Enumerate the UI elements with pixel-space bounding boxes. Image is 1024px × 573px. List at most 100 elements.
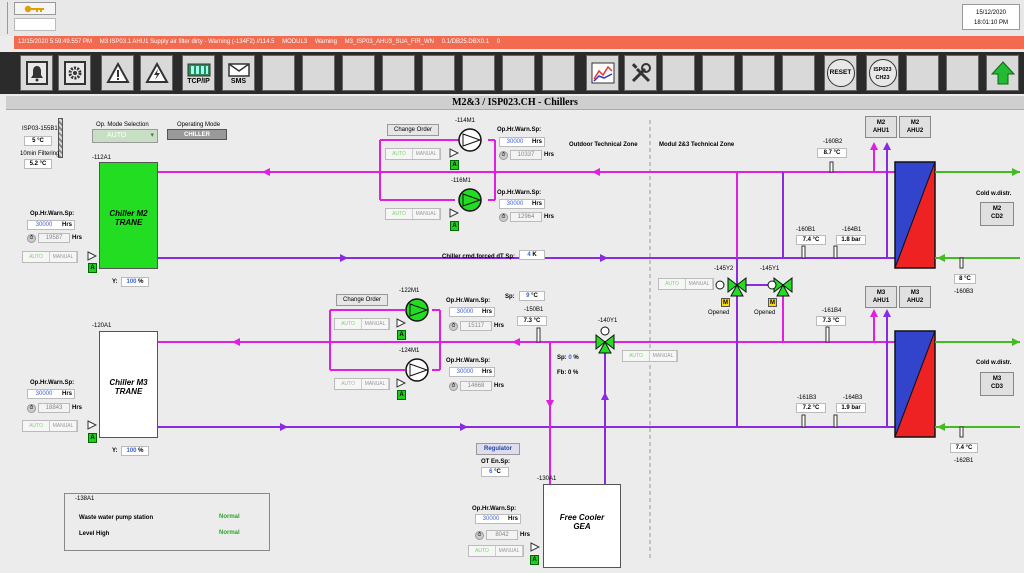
toolbar-slot-19[interactable] — [742, 55, 775, 91]
manual-option[interactable]: MANUAL — [362, 379, 389, 389]
tools-button[interactable] — [624, 55, 657, 91]
valve-140y1 — [595, 333, 606, 351]
toolbar-slot-11[interactable] — [422, 55, 455, 91]
unit-text: °C — [832, 318, 840, 324]
auto-option[interactable]: AUTO — [23, 421, 50, 431]
auto-option[interactable]: AUTO — [386, 149, 413, 159]
chiller-cmd-sp[interactable]: 9 °C — [519, 291, 545, 301]
btn-line-1: M3 — [910, 290, 920, 296]
toolbar-slot-20[interactable] — [782, 55, 815, 91]
home-up-button[interactable] — [986, 55, 1019, 91]
toolbar-slot-13[interactable] — [502, 55, 535, 91]
auto-option[interactable]: AUTO — [386, 209, 413, 219]
chiller-cmd-dt[interactable]: 4 K — [519, 250, 545, 260]
pump-114m1-warn-label: Op.Hr.Warn.Sp: — [497, 127, 542, 133]
regulator-button[interactable]: Regulator — [476, 443, 520, 455]
manual-option[interactable]: MANUAL — [50, 252, 77, 262]
value-text: 30000 — [456, 309, 474, 315]
toolbar-slot-17[interactable] — [662, 55, 695, 91]
auto-option[interactable]: AUTO — [469, 546, 496, 556]
s164b1-tag: -164B1 — [842, 227, 862, 233]
manual-option[interactable]: MANUAL — [362, 319, 389, 329]
auto-option[interactable]: AUTO — [623, 351, 650, 361]
auto-option[interactable]: AUTO — [335, 319, 362, 329]
value-text: 12964 — [510, 212, 542, 222]
chiller-m3-tag: -120A1 — [92, 323, 112, 329]
toolbar-slot-7[interactable] — [262, 55, 295, 91]
auto-option[interactable]: AUTO — [659, 279, 686, 289]
isp-badge: ISP023 CH23 — [868, 59, 897, 87]
manual-option[interactable]: MANUAL — [413, 149, 440, 159]
free-cooler-unit[interactable]: Free Cooler GEA — [543, 484, 621, 568]
chiller-m3-unit[interactable]: Chiller M3 TRANE — [99, 331, 158, 438]
toolbar-slot-18[interactable] — [702, 55, 735, 91]
value-text: 0 — [568, 355, 572, 361]
manual-option[interactable]: MANUAL — [413, 209, 440, 219]
toolbar-slot-9[interactable] — [342, 55, 375, 91]
unit-text: Hrs — [507, 516, 518, 522]
warning-button[interactable] — [101, 55, 134, 91]
alarm-address: 0.1/DB25.DBX0.1 — [441, 39, 490, 45]
manual-option[interactable]: MANUAL — [650, 351, 677, 361]
pump-116m1 — [458, 188, 482, 212]
label-text: Sp: — [557, 355, 567, 361]
login-key-button[interactable] — [14, 2, 56, 15]
chiller-m2-unit[interactable]: Chiller M2 TRANE — [99, 162, 158, 269]
toolbar-slot-10[interactable] — [382, 55, 415, 91]
tcpip-button[interactable]: TCP/IP — [182, 55, 215, 91]
btn-line-2: CD2 — [990, 214, 1003, 220]
gear-icon — [63, 61, 86, 85]
manual-option[interactable]: MANUAL — [50, 421, 77, 431]
op-mode-select[interactable]: AUTO▾ — [92, 129, 158, 143]
isp-ch23-button[interactable]: ISP023 CH23 — [866, 55, 899, 91]
toolbar-slot-24[interactable] — [946, 55, 979, 91]
user-field[interactable] — [14, 18, 56, 31]
electrical-button[interactable] — [140, 55, 173, 91]
alarm-bar[interactable]: 12/15/2020 5:59:49.557 PM M3 ISP03.1 AHU… — [14, 36, 1024, 49]
auto-option[interactable]: AUTO — [335, 379, 362, 389]
envelope-icon — [227, 62, 250, 77]
change-order-top-button[interactable]: Change Order — [387, 124, 439, 136]
manual-option[interactable]: MANUAL — [496, 546, 523, 556]
value-text: 14668 — [460, 381, 492, 391]
btn-line-1: M2 — [876, 120, 886, 126]
toolbar-slot-8[interactable] — [302, 55, 335, 91]
trend-button[interactable] — [586, 55, 619, 91]
reset-button[interactable]: RESET — [824, 55, 857, 91]
auto-option[interactable]: AUTO — [23, 252, 50, 262]
toolbar-slot-14[interactable] — [542, 55, 575, 91]
toolbar-slot-23[interactable] — [906, 55, 939, 91]
settings-button[interactable] — [58, 55, 91, 91]
change-order-bottom-button[interactable]: Change Order — [336, 294, 388, 306]
clock-display: 15/12/2020 18:01:10 PM — [962, 4, 1020, 30]
unit-text: % — [573, 370, 579, 376]
bell-icon — [25, 61, 48, 85]
sms-button[interactable]: SMS — [222, 55, 255, 91]
toolbar-slot-12[interactable] — [462, 55, 495, 91]
alarm-bell-button[interactable] — [20, 55, 53, 91]
manual-option[interactable]: MANUAL — [686, 279, 713, 289]
ot-value[interactable]: 6 °C — [481, 467, 509, 477]
